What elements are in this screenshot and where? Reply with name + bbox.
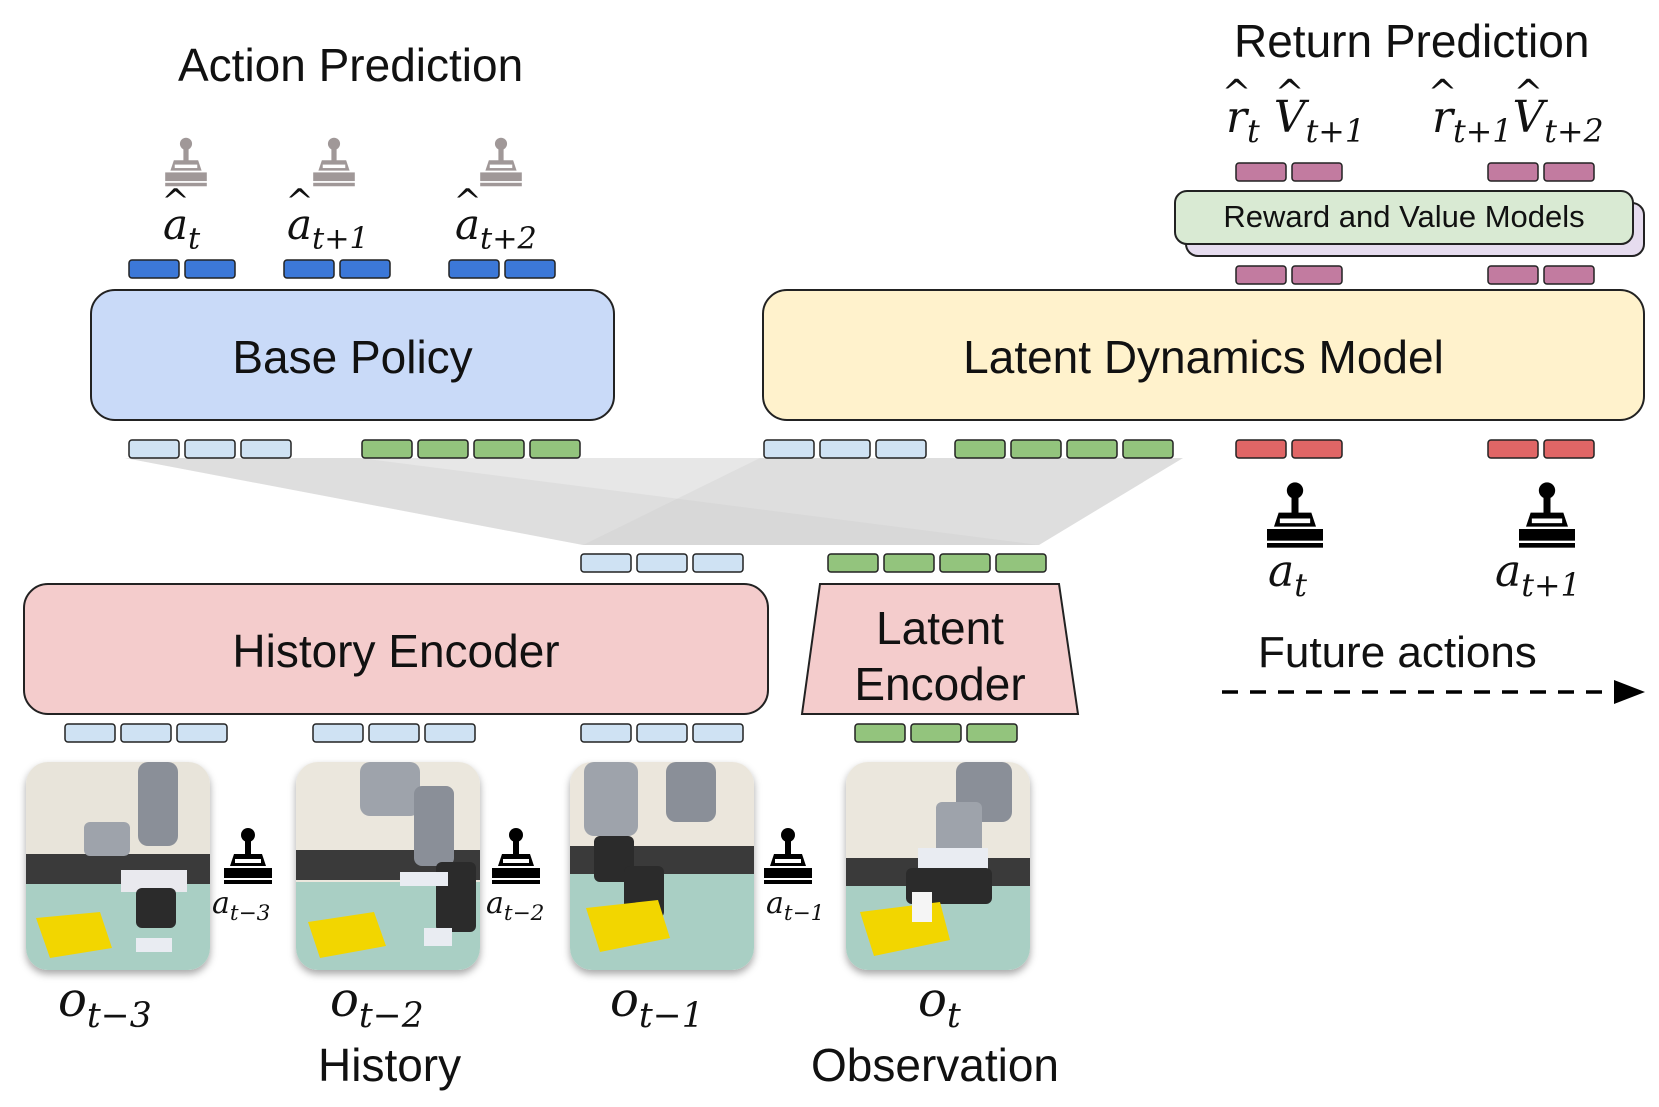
- joystick-icon: [160, 136, 212, 188]
- observation-photo: [570, 762, 754, 970]
- future-action-label: at+1: [1495, 546, 1581, 605]
- return-token: [1291, 162, 1343, 182]
- future-action-token: [1291, 439, 1343, 459]
- latent-token: [1122, 439, 1174, 459]
- action-prediction-heading: Action Prediction: [178, 39, 524, 91]
- observation-label: ot−2: [330, 972, 424, 1037]
- action-token: [184, 259, 236, 279]
- return-token: [1291, 265, 1343, 285]
- predicted-action-label: at+1: [287, 200, 369, 257]
- base-policy-box: [90, 289, 615, 421]
- history-token: [176, 723, 228, 743]
- latent-dynamics-label: Latent Dynamics Model: [963, 331, 1444, 383]
- observation-label: ot−3: [58, 972, 152, 1037]
- latent-token: [910, 723, 962, 743]
- action-token: [283, 259, 335, 279]
- return-token: [1543, 265, 1595, 285]
- joystick-icon: [218, 826, 278, 886]
- return-label: rt Vt+1: [1226, 92, 1365, 150]
- observation-label: ot−1: [610, 972, 704, 1037]
- return-token: [1235, 162, 1287, 182]
- action-token: [448, 259, 500, 279]
- latent-token: [995, 553, 1047, 573]
- action-token: [504, 259, 556, 279]
- history-token: [763, 439, 815, 459]
- latent-token: [417, 439, 469, 459]
- history-token: [240, 439, 292, 459]
- latent-token: [883, 553, 935, 573]
- observation-photo: [846, 762, 1030, 970]
- joystick-icon: [1260, 480, 1330, 550]
- latent-token: [939, 553, 991, 573]
- return-label: rt+1Vt+2: [1432, 92, 1604, 150]
- joystick-icon: [475, 136, 527, 188]
- observation-photo: [296, 762, 480, 970]
- latent-token: [954, 439, 1006, 459]
- return-prediction-heading: Return Prediction: [1234, 15, 1590, 67]
- predicted-action-label: at: [163, 200, 200, 257]
- history-action-label: at−3: [212, 886, 271, 926]
- reward-value-label: Reward and Value Models: [1223, 199, 1585, 234]
- history-token: [692, 553, 744, 573]
- observation-photo: [26, 762, 210, 970]
- history-token: [580, 723, 632, 743]
- future-actions-heading: Future actions: [1258, 628, 1537, 677]
- history-token: [875, 439, 927, 459]
- base-policy-label: Base Policy: [232, 331, 473, 383]
- return-token: [1235, 265, 1287, 285]
- observation-heading: Observation: [811, 1039, 1060, 1091]
- action-token: [339, 259, 391, 279]
- latent-token: [827, 553, 879, 573]
- latent-token: [854, 723, 906, 743]
- projection-to-base-policy: [125, 458, 1183, 545]
- joystick-icon: [308, 136, 360, 188]
- history-action-label: at−1: [766, 886, 825, 926]
- history-token: [692, 723, 744, 743]
- action-token: [128, 259, 180, 279]
- history-token: [424, 723, 476, 743]
- history-token: [312, 723, 364, 743]
- latent-token: [1066, 439, 1118, 459]
- joystick-icon: [486, 826, 546, 886]
- latent-encoder-label: Latent Encoder: [854, 602, 1026, 710]
- reward-value-box: [1174, 190, 1634, 245]
- return-token: [1487, 265, 1539, 285]
- history-token: [368, 723, 420, 743]
- latent-dynamics-box: [762, 289, 1645, 421]
- history-token: [819, 439, 871, 459]
- latent-token: [361, 439, 413, 459]
- future-action-token: [1235, 439, 1287, 459]
- return-token: [1487, 162, 1539, 182]
- latent-token: [966, 723, 1018, 743]
- history-encoder-label: History Encoder: [232, 625, 560, 677]
- history-token: [636, 553, 688, 573]
- return-token: [1543, 162, 1595, 182]
- history-token: [128, 439, 180, 459]
- future-action-label: at: [1268, 546, 1307, 605]
- history-token: [184, 439, 236, 459]
- future-action-token: [1543, 439, 1595, 459]
- history-token: [636, 723, 688, 743]
- history-token: [64, 723, 116, 743]
- predicted-action-label: at+2: [455, 200, 537, 257]
- history-heading: History: [318, 1039, 462, 1091]
- history-encoder-box: [23, 583, 769, 715]
- latent-token: [1010, 439, 1062, 459]
- future-action-token: [1487, 439, 1539, 459]
- history-action-label: at−2: [486, 886, 545, 926]
- joystick-icon: [1512, 480, 1582, 550]
- history-token: [120, 723, 172, 743]
- latent-encoder-box: [800, 583, 1080, 715]
- latent-token: [473, 439, 525, 459]
- joystick-icon: [758, 826, 818, 886]
- latent-token: [529, 439, 581, 459]
- history-token: [580, 553, 632, 573]
- observation-label: ot: [918, 972, 961, 1037]
